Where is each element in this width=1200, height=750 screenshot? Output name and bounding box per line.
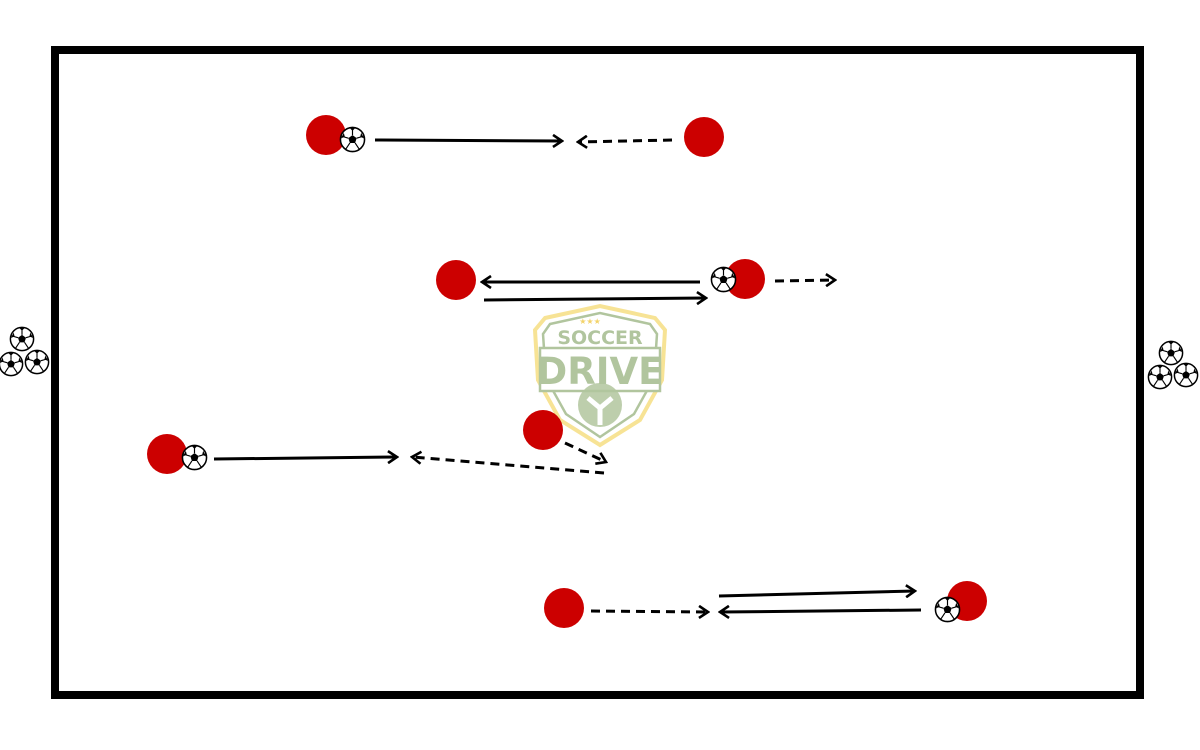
logo-top-text: SOCCER	[557, 327, 643, 349]
svg-text:★★★: ★★★	[579, 317, 601, 326]
soccer-ball-icon	[339, 126, 366, 153]
pass-arrow	[483, 298, 706, 300]
player-marker-icon	[306, 115, 346, 155]
soccer-ball-icon	[710, 266, 737, 293]
run-arrow	[412, 457, 605, 475]
player-marker-icon	[436, 260, 476, 300]
run-arrow	[590, 611, 708, 612]
pass-arrow	[718, 591, 915, 596]
soccer-ball-icon	[0, 351, 24, 377]
soccer-ball-icon	[24, 349, 50, 375]
player-marker-icon	[147, 434, 187, 474]
soccer-ball-icon	[934, 596, 961, 623]
soccer-ball-icon	[181, 444, 208, 471]
pass-and-run-lines	[213, 140, 922, 612]
run-arrow	[578, 140, 673, 142]
field-boundary	[51, 46, 1144, 699]
soccer-drive-logo: ★★★ SOCCER DRIVE	[532, 303, 668, 448]
run-arrow	[774, 280, 835, 281]
pass-arrow	[213, 457, 397, 459]
player-marker-icon	[684, 117, 724, 157]
soccer-ball-icon	[1173, 362, 1199, 388]
player-marker-icon	[523, 410, 563, 450]
soccer-ball-icon	[1147, 364, 1173, 390]
pass-arrow	[374, 140, 562, 141]
run-arrow	[564, 441, 606, 462]
pass-arrow	[720, 610, 922, 612]
player-marker-icon	[544, 588, 584, 628]
soccer-ball-icon	[9, 326, 35, 352]
player-marker-icon	[725, 259, 765, 299]
soccer-ball-icon	[1158, 340, 1184, 366]
